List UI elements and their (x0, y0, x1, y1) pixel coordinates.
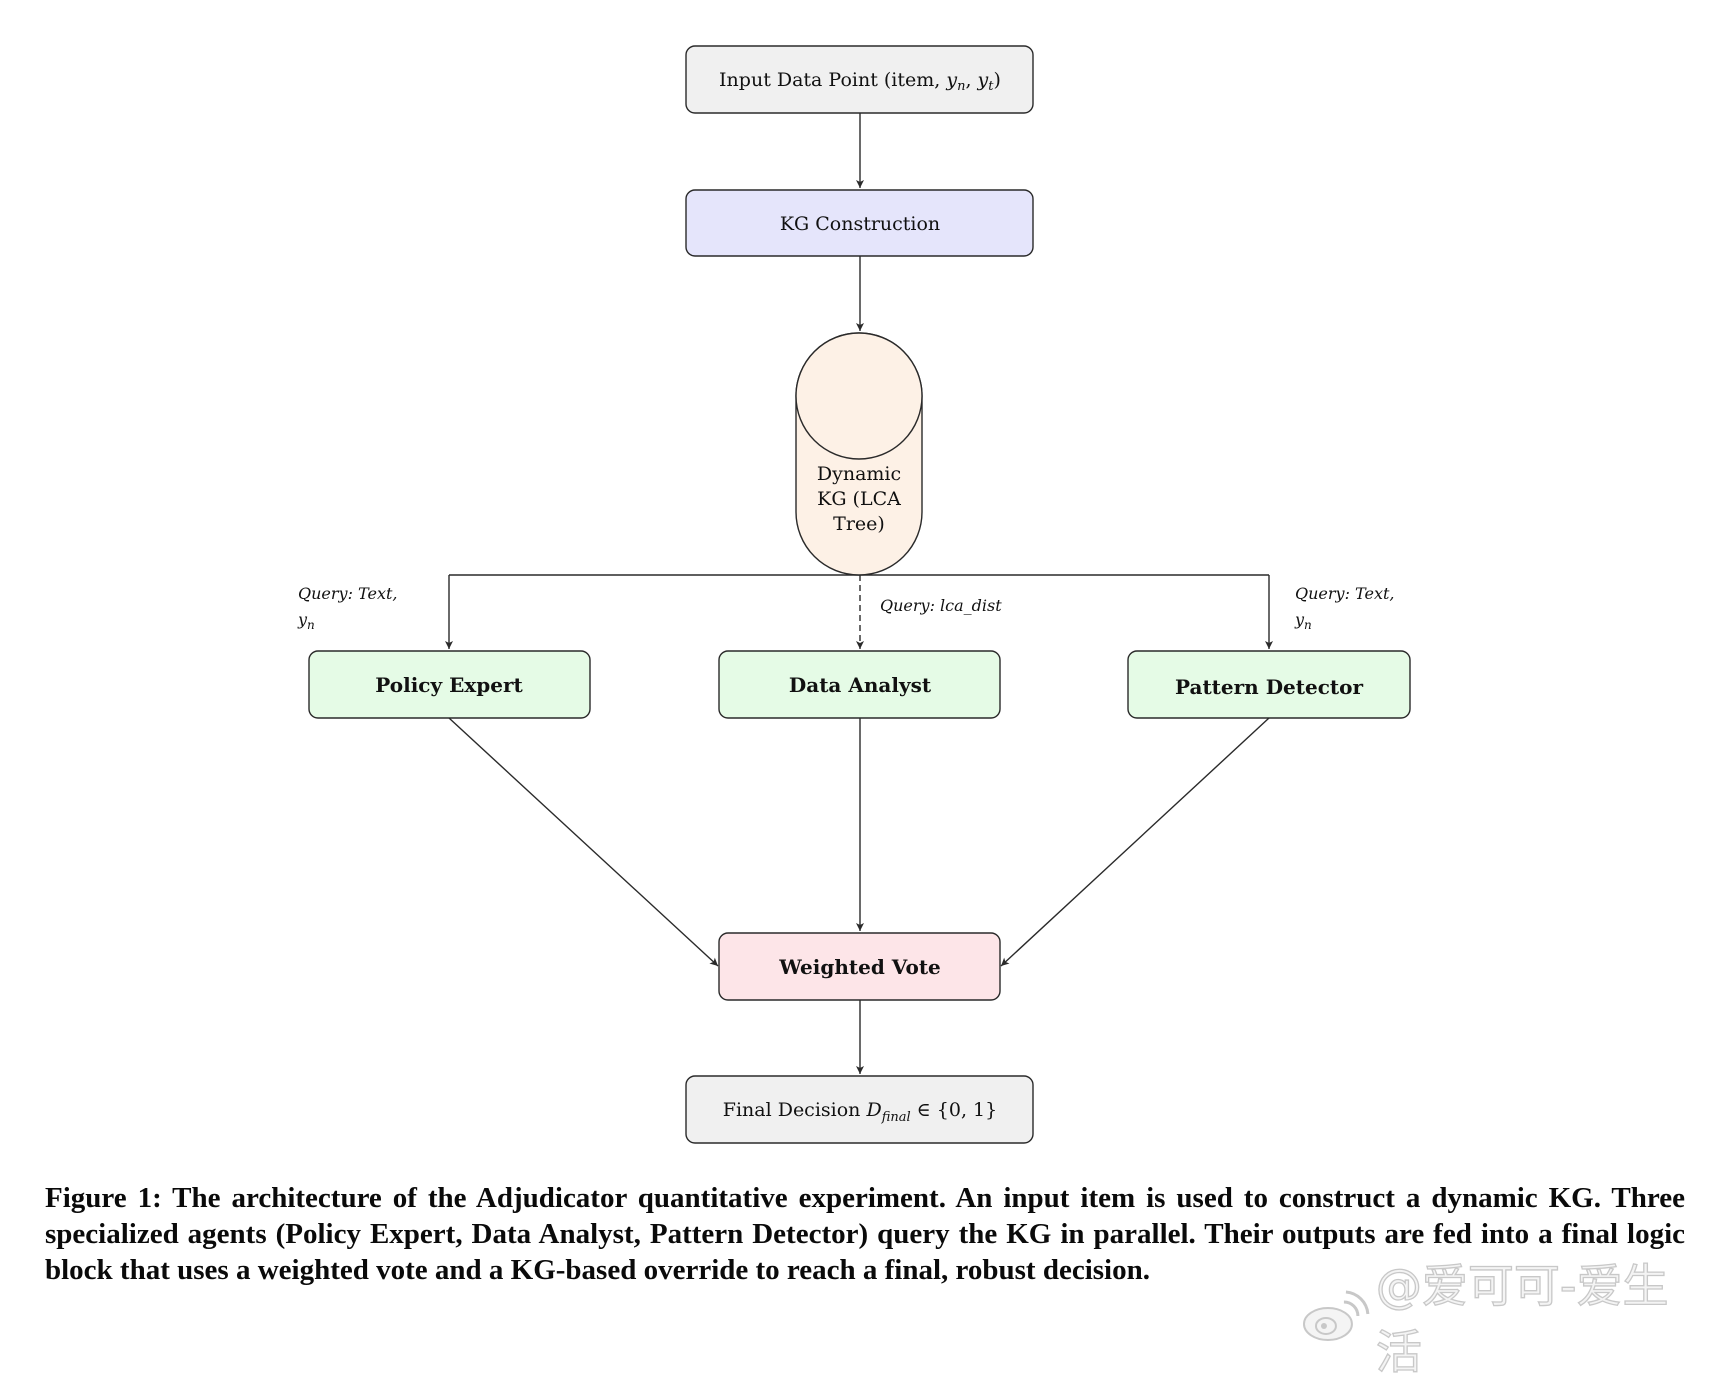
query-policy-y: y (297, 610, 308, 629)
input-math-n-sub: n (957, 79, 965, 94)
architecture-diagram: Input Data Point (item, yn, yt) KG Const… (297, 45, 1411, 1144)
final-decision-set: ∈ {0, 1} (911, 1099, 998, 1121)
weighted-vote-label: Weighted Vote (778, 955, 941, 979)
watermark-text: @爱可可-爱生活 (1375, 1258, 1669, 1379)
policy-expert-box (308, 650, 591, 719)
node-input-data-point: Input Data Point (item, yn, yt) (685, 45, 1034, 114)
node-kg-construction: KG Construction (685, 189, 1034, 257)
query-label-policy-line2: yn (297, 610, 315, 632)
data-analyst-box (718, 650, 1001, 719)
dynamic-kg-label-line3: Tree) (833, 513, 885, 535)
input-box (685, 45, 1034, 114)
input-math-t-sub: t (988, 79, 994, 94)
weibo-logo-icon (1302, 1290, 1370, 1341)
pattern-detector-box (1127, 650, 1411, 719)
policy-expert-label: Policy Expert (375, 673, 523, 697)
node-weighted-vote: Weighted Vote (718, 932, 1001, 1001)
data-analyst-label: Data Analyst (789, 673, 932, 697)
edge-labels: Query: Text, yn Query: lca_dist Query: T… (297, 584, 1395, 632)
pattern-detector-label: Pattern Detector (1175, 675, 1363, 699)
kg-construction-label: KG Construction (780, 213, 940, 235)
query-pattern-n-sub: n (1304, 618, 1312, 632)
query-label-data-analyst: Query: lca_dist (880, 596, 1002, 615)
query-label-pattern-line1: Query: Text, (1295, 584, 1395, 603)
input-label: Input Data Point (item, yn, yt) (719, 69, 1001, 94)
weighted-vote-box (718, 932, 1001, 1001)
dynamic-kg-label-line1: Dynamic (817, 463, 901, 485)
edge-policy-expert-to-weighted-vote (448, 717, 719, 967)
watermark: @爱可可-爱生活 (1300, 1250, 1714, 1382)
input-label-prefix: Input Data Point (item, (719, 69, 946, 91)
node-data-analyst: Data Analyst (718, 650, 1001, 719)
node-dynamic-kg: Dynamic KG (LCA Tree) (795, 332, 923, 576)
final-decision-prefix: Final Decision (723, 1099, 867, 1121)
node-policy-expert: Policy Expert (308, 650, 591, 719)
node-pattern-detector: Pattern Detector (1127, 650, 1411, 719)
node-final-decision: Final Decision Dfinal ∈ {0, 1} (685, 1075, 1034, 1144)
final-decision-math-D: D (865, 1099, 881, 1121)
input-close-paren: ) (994, 69, 1001, 91)
input-math-yn: y (945, 69, 957, 91)
final-decision-box (685, 1075, 1034, 1144)
query-pattern-y: y (1294, 610, 1305, 629)
figure-caption: Figure 1: The architecture of the Adjudi… (45, 1182, 1685, 1286)
final-decision-label: Final Decision Dfinal ∈ {0, 1} (723, 1099, 997, 1125)
query-policy-n-sub: n (307, 618, 315, 632)
input-math-yt: y (977, 69, 989, 91)
query-label-policy-line1: Query: Text, (298, 584, 398, 603)
kg-construction-box (685, 189, 1034, 257)
dynamic-kg-label-line2: KG (LCA (817, 488, 901, 510)
cylinder-top (795, 332, 923, 460)
input-comma: , (965, 69, 977, 91)
query-label-pattern-line2: yn (1294, 610, 1312, 632)
final-decision-math-sub: final (881, 1110, 911, 1125)
edge-pattern-detector-to-weighted-vote (1000, 717, 1270, 967)
edges (445, 113, 1273, 1074)
